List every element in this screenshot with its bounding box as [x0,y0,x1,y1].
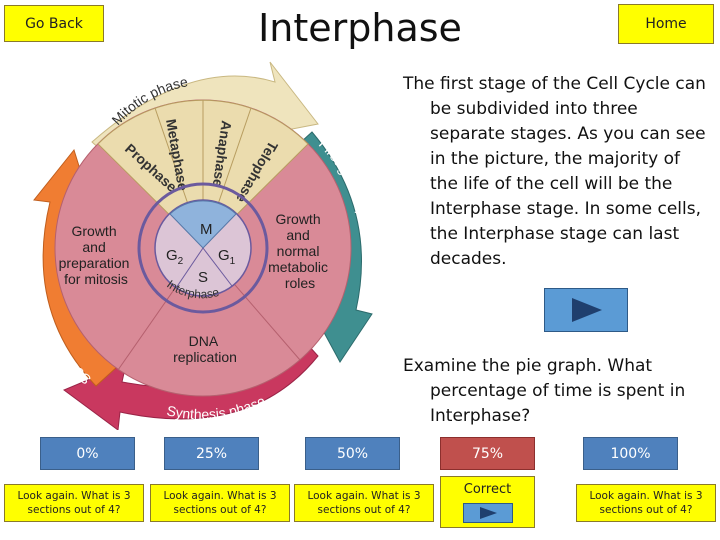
option-25-percent-button[interactable]: 25% [164,437,259,470]
home-button[interactable]: Home [618,4,714,44]
option-0-percent-button[interactable]: 0% [40,437,135,470]
intro-line: in the picture, the majority of [430,149,681,169]
question-line: Interphase? [430,406,531,426]
interphase-ring [137,182,269,314]
dna-replication-label: DNA replication [173,333,237,365]
intro-line: Interphase stage. In some cells, [430,199,701,219]
option-50-percent-button[interactable]: 50% [305,437,400,470]
growth-preparation-label: Growth and preparation for mitosis [59,223,134,287]
option-50-percent-label: 50% [336,445,369,462]
g2-label: G2 [166,247,184,267]
m-wedge [169,200,237,249]
m-label: M [200,221,213,238]
correct-label: Correct [463,482,512,497]
option-75-percent-label: 75% [471,445,504,462]
s-label: S [198,269,208,286]
intro-paragraph: The first stage of the Cell Cycle can be… [403,72,715,272]
option-75-percent-button[interactable]: 75% [440,437,535,470]
play-icon [572,298,602,322]
question-line: percentage of time is spent in [430,381,686,401]
next-button[interactable] [544,288,628,332]
go-back-button[interactable]: Go Back [4,5,104,42]
intro-line: the Interphase stage can last [430,224,680,244]
option-75-correct-feedback: Correct [440,476,535,528]
cell-cycle-diagram: Mitotic phase First growth phase Second … [25,61,375,430]
intro-line: the life of the cell will be the [430,174,673,194]
continue-button[interactable] [462,503,513,523]
option-0-percent-label: 0% [76,445,99,462]
inner-divider-left [175,247,204,289]
intro-line: The first stage of the Cell Cycle can [403,74,706,94]
option-100-percent-button[interactable]: 100% [583,437,678,470]
question-line: Examine the pie graph. What [403,356,653,376]
g1-label: G1 [218,247,236,267]
go-back-label: Go Back [25,15,83,32]
question-paragraph: Examine the pie graph. What percentage o… [403,354,715,429]
play-icon [479,507,497,519]
intro-line: be subdivided into three [430,99,638,119]
home-label: Home [645,16,687,32]
option-25-percent-label: 25% [195,445,228,462]
growth-normal-label: Growth and normal metabolic roles [268,211,332,291]
page-title: Interphase [258,6,462,50]
inner-divider-right [202,247,233,287]
intro-line: separate stages. As you can see [430,124,706,144]
intro-line: decades. [430,249,507,269]
option-100-percent-label: 100% [610,445,651,462]
